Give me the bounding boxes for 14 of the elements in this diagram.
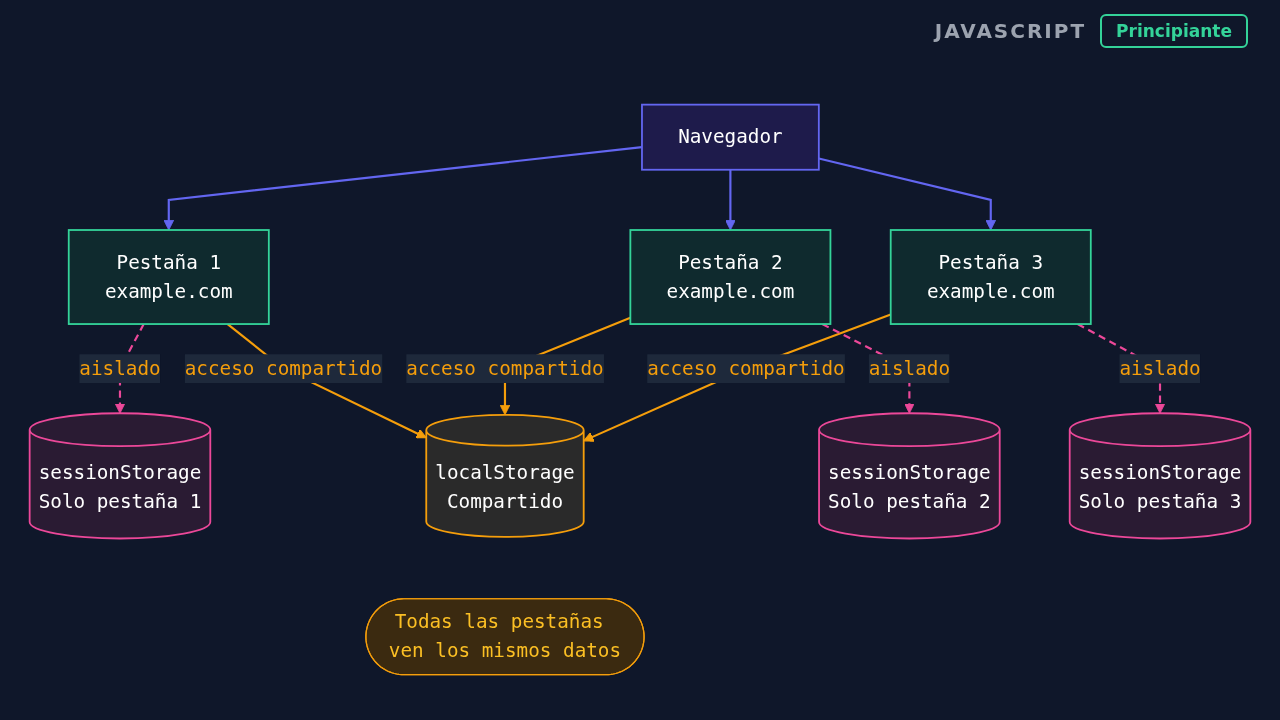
edge-label: aislado [1119, 356, 1201, 380]
node-box: Pestaña 2 example.com [629, 229, 832, 326]
edge-label: aislado [79, 356, 161, 380]
node-box: Pestaña 1 example.com [67, 229, 270, 326]
level-badge: Principiante [1100, 14, 1248, 48]
edge-label: acceso compartido [184, 356, 383, 380]
edge-label: acceso compartido [406, 356, 604, 380]
arrow [725, 170, 736, 231]
language-label: JAVASCRIPT [934, 19, 1087, 43]
node-box: Navegador [641, 104, 820, 171]
edge-label: aislado [868, 356, 951, 380]
node-box: Pestaña 3 example.com [889, 229, 1092, 326]
arrow [818, 157, 997, 231]
edge-label: acceso compartido [647, 356, 845, 380]
